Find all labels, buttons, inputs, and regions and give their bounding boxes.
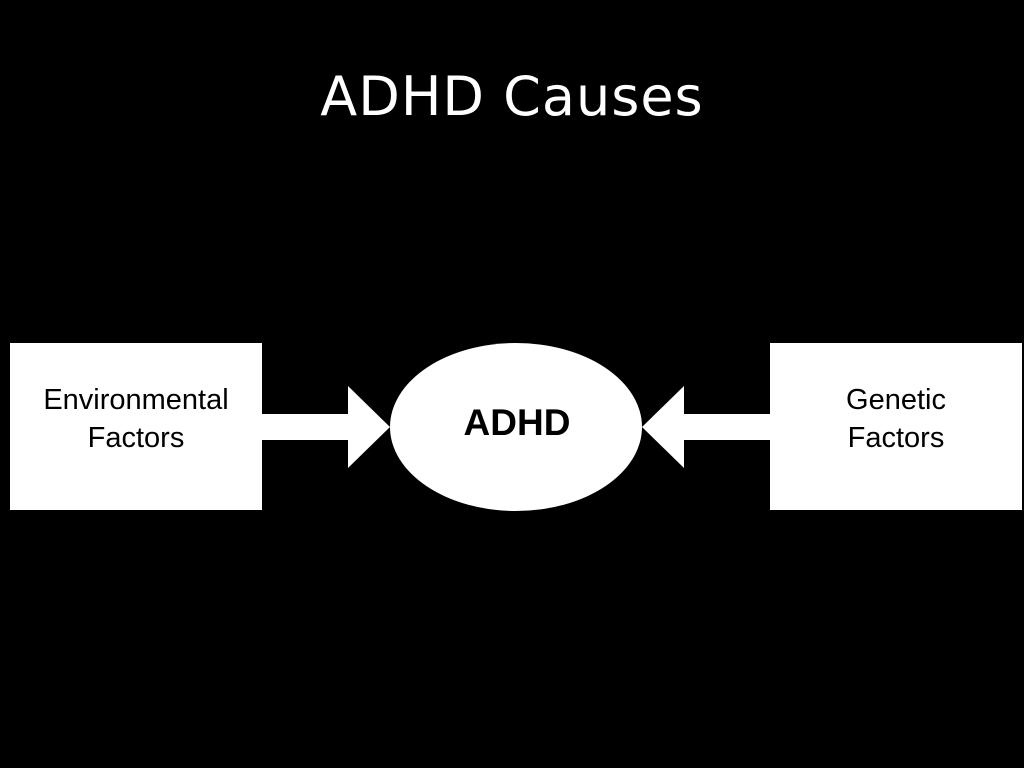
genetic-factors-label: Genetic Factors (846, 381, 946, 457)
adhd-label: ADHD (463, 402, 571, 443)
right-arrow-icon (642, 386, 770, 468)
genetic-factors-line2: Factors (847, 421, 945, 454)
slide-title: ADHD Causes (320, 65, 704, 128)
genetic-factors-box: Genetic Factors (770, 343, 1022, 510)
adhd-ellipse: ADHD (390, 343, 642, 511)
right-arrow-shape (642, 386, 770, 468)
environmental-factors-box: Environmental Factors (10, 343, 262, 510)
left-arrow-shape (262, 386, 390, 468)
environmental-factors-line1: Environmental (43, 383, 229, 416)
genetic-factors-line1: Genetic (846, 383, 946, 416)
left-arrow-icon (262, 386, 390, 468)
environmental-factors-label: Environmental Factors (43, 381, 228, 457)
environmental-factors-line2: Factors (87, 421, 185, 454)
